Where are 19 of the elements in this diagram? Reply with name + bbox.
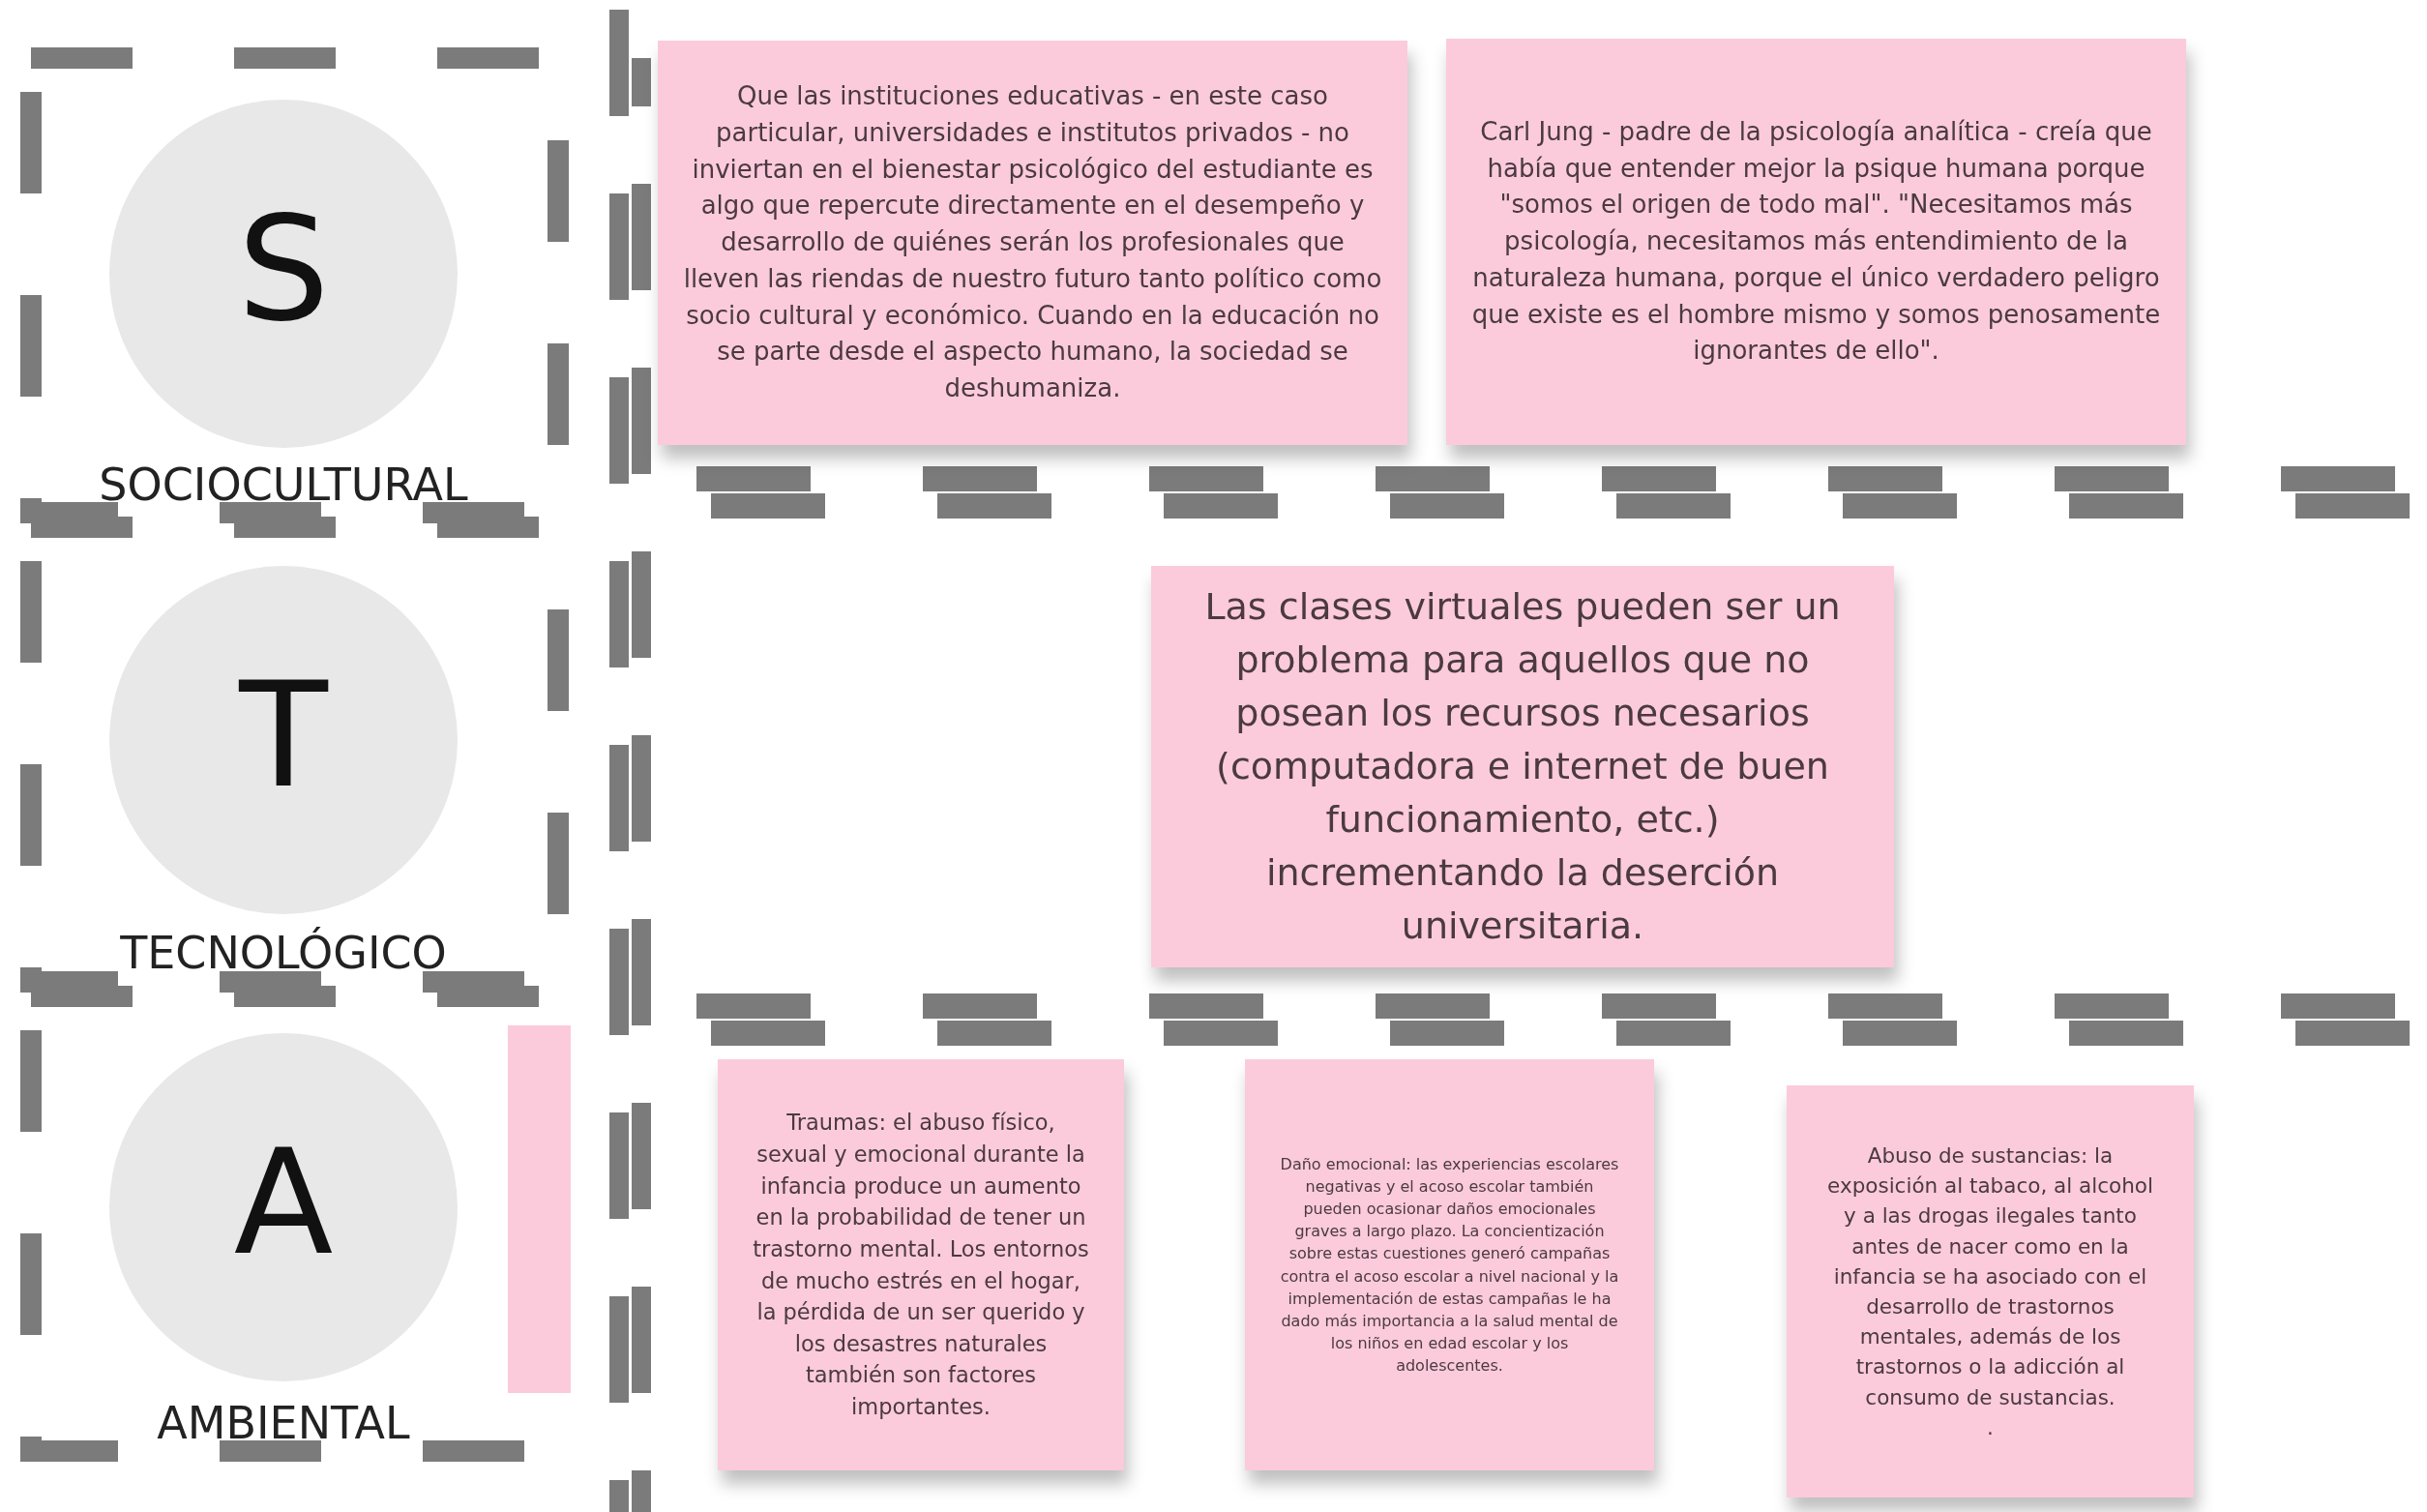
sticky-note — [1151, 566, 1894, 967]
note-text: Traumas: el abuso físico, sexual y emocional durante la infancia produce un aumento en la probabilidad de tener un trastorno mental. Los entornos de mucho estrés en el hogar, la pérdida de un ser querido y los desastres naturales también son factores importantes. — [753, 1109, 1089, 1421]
note-text: Daño emocional: las experiencias escolares negativas y el acoso escolar también pueden ocasionar daños emocionales graves a largo plazo. La concientización sobre estas cuestiones generó campañas contra el acoso escolar a nivel nacional y la implementación de estas campañas le ha dado más importancia a la salud mental de los niños en edad escolar y los adolescentes. — [1280, 1153, 1619, 1378]
sticky-note — [1245, 1059, 1654, 1470]
note-text: Que las instituciones educativas - en este caso particular, universidades e institutos privados - no inviertan en el bienestar psicológico del estudiante es algo que repercute directamente en el desempeño y desarrollo de quiénes serán los profesionales que lleven las riendas de nuestro futuro tanto político como socio cultural y económico. Cuando en la educación no se parte desde el aspecto humano, la sociedad se deshumaniza. — [683, 80, 1382, 404]
sticky-note — [718, 1059, 1124, 1470]
sticky-note — [1787, 1085, 2194, 1497]
letter-label: A — [232, 1130, 335, 1275]
sticky-note — [508, 1025, 571, 1393]
category-label: AMBIENTAL — [156, 1401, 411, 1445]
letter-label: S — [236, 196, 331, 341]
category-label: SOCIOCULTURAL — [98, 462, 469, 507]
note-text: . — [1987, 1413, 1994, 1441]
sticky-note — [658, 41, 1407, 445]
note-text: Las clases virtuales pueden ser un problema para aquellos que no posean los recursos necesarios (computadora e internet de buen funcionamiento, etc.) incrementando la deserción universitaria. — [1203, 583, 1842, 950]
letter-label: T — [237, 663, 330, 808]
sticky-note — [1446, 39, 2186, 445]
note-text: Carl Jung - padre de la psicología analítica - creía que había que entender mejor la psique humana porque "somos el origen de todo mal". "Necesitamos más psicología, necesitamos más entendimiento de la naturaleza humana, porque el único verdadero peligro que existe es el hombre mismo y somos penosamente ignorantes de ello". — [1471, 116, 2161, 368]
note-text: Abuso de sustancias: la exposición al tabaco, al alcohol y a las drogas ilegales tanto antes de nacer como en la infancia se ha asociado con el desarrollo de trastornos mentales, además de los trastornos o la adicción al consumo de sustancias. — [1826, 1142, 2154, 1411]
